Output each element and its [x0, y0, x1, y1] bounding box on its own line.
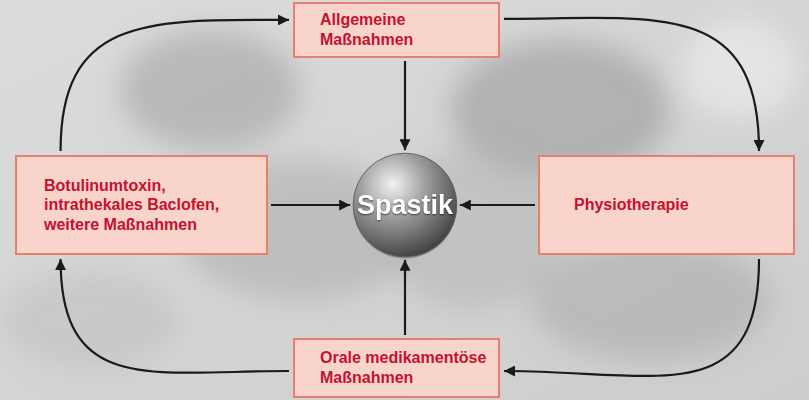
- text-group: Spastik: [357, 190, 453, 221]
- text-group: Physiotherapie: [574, 195, 689, 215]
- curved-arrow: [504, 18, 759, 151]
- box-label: Orale medikamentöse Maßnahmen: [320, 348, 490, 387]
- box-label: Botulinumtoxin, intrathekales Baclofen, …: [44, 176, 249, 235]
- text-group: Orale medikamentöse Maßnahmen: [320, 348, 490, 387]
- box-label: Physiotherapie: [574, 195, 689, 215]
- text-group: Allgemeine Maßnahmen: [320, 10, 450, 49]
- blurred-figures: [0, 20, 800, 370]
- process-box: Physiotherapie: [538, 155, 795, 255]
- straight-arrow: [271, 204, 350, 206]
- straight-arrow: [404, 260, 406, 335]
- straight-arrow: [460, 204, 535, 206]
- curved-arrow: [61, 20, 289, 151]
- text-group: Botulinumtoxin, intrathekales Baclofen, …: [44, 176, 249, 235]
- curved-arrow: [504, 259, 759, 376]
- center-label: Spastik: [357, 190, 453, 221]
- process-box: Allgemeine Maßnahmen: [293, 2, 500, 58]
- curved-arrow: [61, 259, 289, 373]
- box-label: Allgemeine Maßnahmen: [320, 10, 450, 49]
- center-circle: Spastik: [351, 151, 459, 259]
- process-box: Orale medikamentöse Maßnahmen: [293, 338, 500, 398]
- process-box: Botulinumtoxin, intrathekales Baclofen, …: [15, 155, 268, 255]
- straight-arrow: [404, 61, 406, 150]
